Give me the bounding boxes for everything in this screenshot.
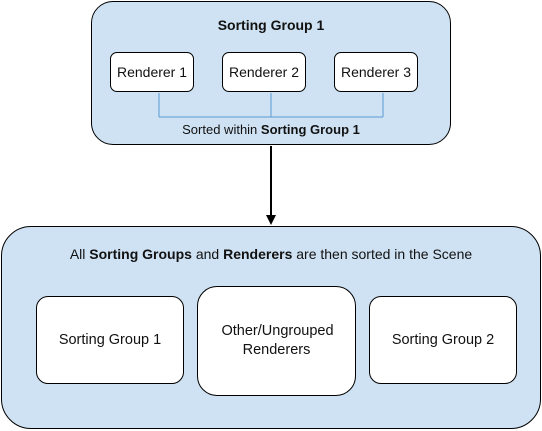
sorted-within-caption: Sorted within Sorting Group 1 <box>91 122 451 137</box>
scene-sorting-group-1-label: Sorting Group 1 <box>58 331 162 348</box>
other-ungrouped-renderers-label: Other/Ungrouped Renderers <box>221 323 334 358</box>
renderer-1-box: Renderer 1 <box>110 52 194 92</box>
scene-sorting-group-2-label: Sorting Group 2 <box>391 331 495 348</box>
heading-sorting-groups: Sorting Groups <box>89 246 192 262</box>
sorting-group-1-title: Sorting Group 1 <box>217 17 325 33</box>
renderer-1-label: Renderer 1 <box>116 64 188 80</box>
scene-sorting-group-1-box: Sorting Group 1 <box>36 296 184 384</box>
renderer-2-label: Renderer 2 <box>228 64 300 80</box>
heading-part-1: All <box>69 246 90 262</box>
scene-sorting-group-2-box: Sorting Group 2 <box>369 296 517 384</box>
renderer-3-box: Renderer 3 <box>334 52 418 92</box>
renderer-bracket <box>158 93 384 118</box>
heading-part-3: and <box>191 246 224 262</box>
scene-heading: All Sorting Groups and Renderers are the… <box>1 246 541 262</box>
renderer-2-box: Renderer 2 <box>222 52 306 92</box>
renderer-3-label: Renderer 3 <box>340 64 412 80</box>
caption-group-name: Sorting Group 1 <box>260 122 360 137</box>
caption-prefix: Sorted within <box>182 122 261 137</box>
other-ungrouped-renderers-box: Other/Ungrouped Renderers <box>197 286 356 396</box>
heading-part-5: are then sorted in the Scene <box>292 246 473 262</box>
heading-renderers: Renderers <box>223 246 293 262</box>
